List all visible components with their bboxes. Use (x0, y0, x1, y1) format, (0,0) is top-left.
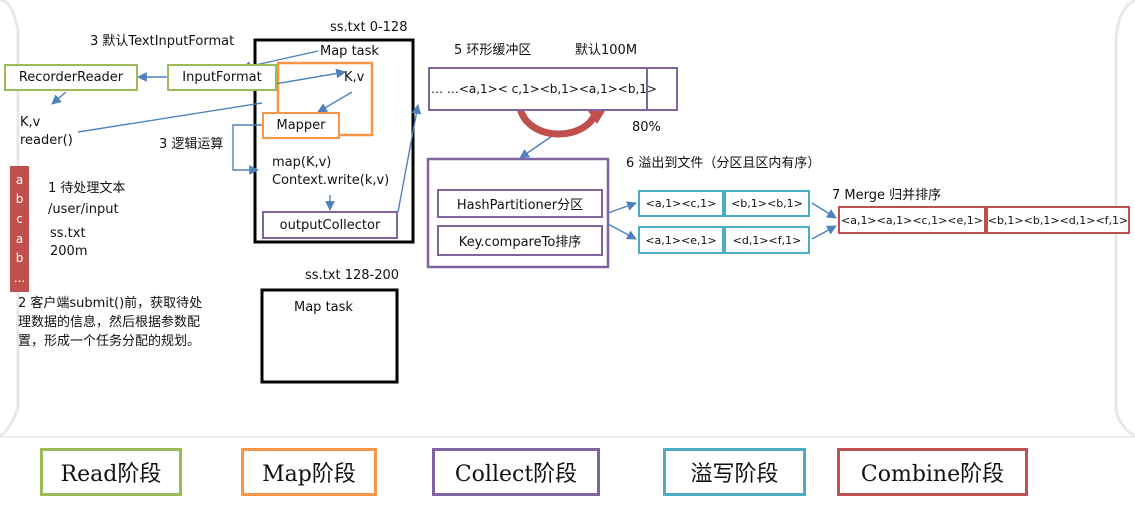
arrow-partition-spill1 (607, 201, 637, 214)
logic-bracket (232, 124, 262, 175)
arrow-spill1-merge (811, 202, 837, 219)
spill-box-b1: <b,1><b,1> (724, 190, 810, 217)
file-block: b (15, 251, 24, 266)
file-block: c (16, 212, 23, 227)
arrow-reader-mapper (77, 102, 263, 133)
legend-map: Map阶段 (241, 448, 377, 496)
map-call-label: map(K,v) (272, 155, 332, 170)
arrow-collector-buffer (397, 104, 422, 213)
context-write-label: Context.write(k,v) (272, 173, 390, 188)
ring-buffer-label: 5 环形缓冲区 (454, 43, 532, 58)
kv-top-label: K,v (344, 70, 365, 85)
buffer-content: … …<a,1>< c,1><b,1><a,1><b,1> (431, 82, 657, 96)
map-task-frame-1 (253, 38, 415, 244)
spill-box-d: <d,1><f,1> (724, 226, 810, 254)
merge-box-a: <a,1><a,1><c,1><e,1> (838, 206, 986, 234)
arrow-recorder-kv (51, 91, 67, 105)
spill-title-label: 6 溢出到文件（分区且区内有序） (626, 156, 821, 171)
file-path-label: /user/input (48, 202, 119, 217)
split1-label: ss.txt 0-128 (330, 20, 408, 35)
key-compare-box: Key.compareTo排序 (437, 225, 603, 256)
logic-label: 3 逻辑运算 (159, 137, 224, 152)
merge-title-label: 7 Merge 归并排序 (832, 188, 942, 203)
map-task-label-1: Map task (320, 44, 379, 59)
output-collector-box: outputCollector (262, 211, 398, 239)
reader-call-label: reader() (20, 133, 73, 148)
merge-box-b: <b,1><b,1><d,1><f,1> (986, 206, 1130, 234)
arrow-spill2-merge (811, 225, 837, 240)
ring-buffer-box: … …<a,1>< c,1><b,1><a,1><b,1> (428, 67, 678, 111)
default-input-format-label: 3 默认TextInputFormat (90, 34, 235, 49)
legend-combine: Combine阶段 (837, 448, 1028, 496)
file-block: a (15, 172, 24, 187)
file-title-label: 1 待处理文本 (48, 181, 126, 196)
hash-partitioner-box: HashPartitioner分区 (437, 189, 603, 218)
file-block: ... (13, 271, 26, 286)
input-format-box: InputFormat (167, 64, 277, 91)
percent-label: 80% (632, 120, 661, 135)
recorder-reader-box: RecorderReader (4, 64, 138, 91)
arrow-partition-spill2 (607, 223, 637, 240)
arrow-kv-mapper (317, 91, 353, 113)
kv-left-label: K,v (20, 115, 41, 130)
file-block: b (15, 192, 24, 207)
ring-buffer-curve-arrow (516, 106, 600, 138)
legend-spill: 溢写阶段 (663, 448, 806, 496)
file-block: a (15, 231, 24, 246)
split2-label: ss.txt 128-200 (305, 268, 400, 283)
input-file-blocks: a b c a b ... (10, 166, 29, 292)
file-size-label: 200m (50, 244, 88, 259)
spill-box-a2: <a,1><e,1> (638, 226, 724, 254)
mapper-box: Mapper (262, 112, 340, 139)
spill-box-a1: <a,1><c,1> (638, 190, 724, 217)
legend-read: Read阶段 (40, 448, 182, 496)
ring-buffer-divider (646, 67, 648, 111)
file-name-label: ss.txt (50, 226, 86, 241)
map-task-frame-2 (260, 288, 399, 384)
map-task-label-2: Map task (294, 300, 353, 315)
client-description: 2 客户端submit()前，获取待处理数据的信息，然后根据参数配置，形成一个任… (18, 296, 203, 349)
ring-default-label: 默认100M (575, 43, 638, 58)
legend-collect: Collect阶段 (432, 448, 600, 496)
